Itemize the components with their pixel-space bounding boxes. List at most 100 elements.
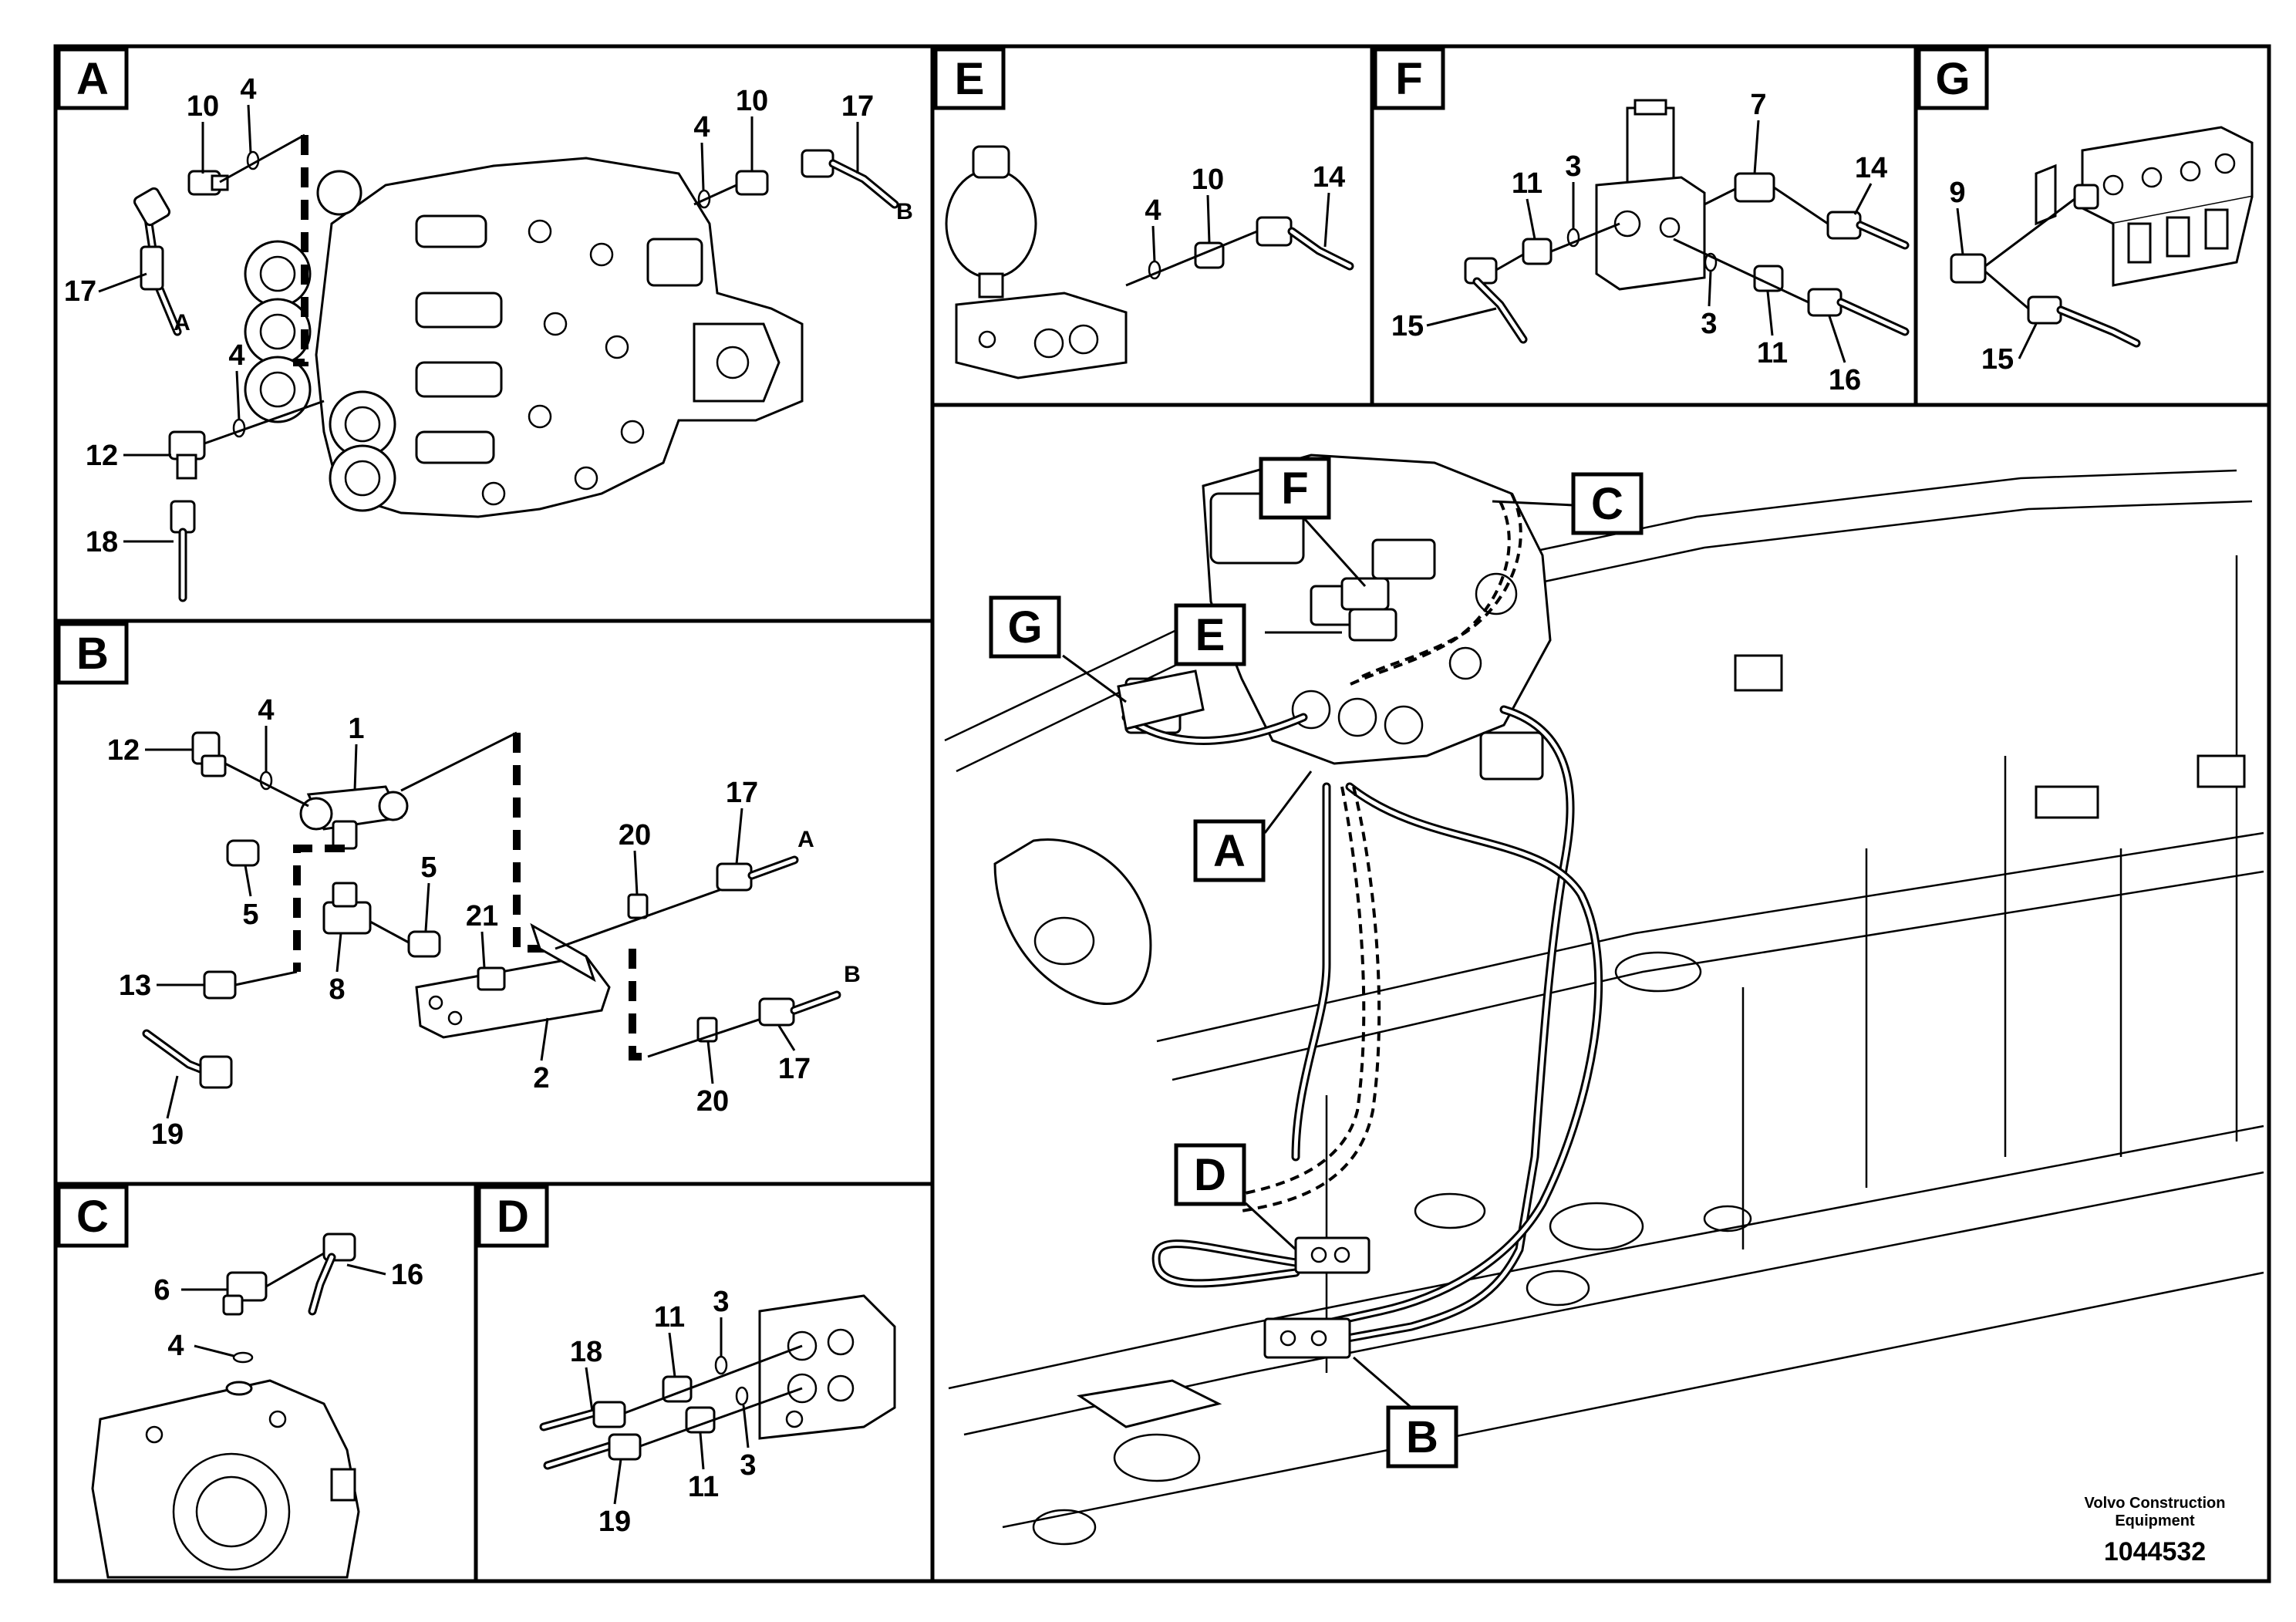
hose-path-dashed [293,135,308,366]
overview-tag-e [1174,603,1246,666]
accumulator [945,145,1128,379]
company-name: Volvo Construction [2085,1495,2226,1512]
svg-text:11: 11 [1757,337,1788,369]
svg-text:3: 3 [1701,308,1717,340]
panel-c-callouts: 6 16 4 [153,1259,423,1362]
overview-tag-g [989,595,1061,659]
svg-text:20: 20 [619,819,651,851]
svg-text:20: 20 [696,1085,729,1118]
valve-bank-g [2035,126,2254,287]
panel-f-callouts: 7 11 3 14 15 3 11 16 [1391,89,1887,396]
svg-text:4: 4 [228,339,244,372]
svg-text:5: 5 [242,899,258,931]
panel-e-tag-label: E [955,54,985,104]
fitting-18-d [592,1401,626,1428]
svg-text:7: 7 [1750,89,1766,121]
panel-e-tag [933,47,1006,110]
svg-text:A: A [1213,826,1246,876]
fitting-10-right [735,170,769,196]
panel-b: B [53,619,935,1186]
fitting-19-d [608,1433,642,1461]
panel-a-callouts: 10 4 4 10 17 17 4 12 18 A B [64,73,913,558]
svg-text:12: 12 [86,440,118,472]
plug-5-left [226,839,260,867]
panel-d-callouts: 11 3 18 19 11 3 [570,1286,757,1538]
fitting-11-f-upper [1522,238,1553,265]
overview-hoses [1121,493,1603,1347]
plug-5-right [407,930,441,958]
fitting-10-left [187,170,229,196]
panel-a-tag-label: A [76,54,109,104]
svg-text:4: 4 [167,1330,184,1362]
svg-text:17: 17 [726,777,758,809]
bolt-21 [477,966,506,991]
nut-20-upper [627,893,649,919]
overview-tag-d [1174,1143,1246,1206]
svg-text:8: 8 [329,973,345,1006]
svg-text:4: 4 [1145,194,1161,227]
fitting-13 [203,970,237,1000]
svg-text:B: B [896,199,913,224]
svg-text:18: 18 [570,1336,602,1368]
svg-text:15: 15 [1391,310,1424,342]
company-name-line2: Equipment [2115,1512,2195,1529]
svg-text:17: 17 [778,1053,811,1085]
fitting-17-lower [758,997,795,1027]
panel-a: A [53,44,935,623]
panel-d: D 11 3 18 19 11 3 [474,1182,935,1583]
panel-c: C 6 16 4 [53,1182,478,1583]
panel-g-callouts: 9 15 [1949,177,2038,376]
tee-fitting-8 [322,882,372,935]
svg-text:17: 17 [841,90,874,123]
svg-text:B: B [1406,1412,1438,1462]
svg-text:19: 19 [151,1118,184,1151]
svg-text:A: A [797,827,814,852]
panel-b-tag-label: B [76,629,109,679]
panel-d-tag [477,1185,549,1248]
svg-text:2: 2 [533,1062,549,1094]
fitting-17-upper [716,862,753,892]
distribution-block-d [758,1294,896,1440]
svg-text:E: E [1195,610,1226,660]
svg-text:6: 6 [153,1274,170,1307]
svg-text:16: 16 [391,1259,423,1291]
overview-tag-f [1259,457,1331,520]
panel-c-tag [56,1185,129,1248]
fitting-12 [168,430,206,480]
svg-text:11: 11 [688,1471,719,1503]
panel-f-tag [1373,47,1445,110]
svg-text:16: 16 [1829,364,1861,396]
overview-block-d [1294,1236,1371,1274]
overview-tag-a [1193,819,1266,882]
svg-text:10: 10 [187,90,219,123]
fitting-12-b [191,731,227,777]
svg-text:3: 3 [713,1286,729,1318]
svg-text:15: 15 [1981,343,2014,376]
overview-block-b [1263,1317,1351,1359]
svg-text:10: 10 [736,85,768,117]
fitting-15-f [1464,257,1498,285]
panel-e: E 4 10 14 [930,44,1374,407]
fitting-16-f [1807,288,1843,317]
svg-text:4: 4 [258,694,274,727]
panel-g-tag [1917,47,1989,110]
panel-b-callouts: 4 1 12 5 5 13 8 21 20 17 2 20 17 [107,694,861,1151]
fitting-15-g [2027,295,2062,325]
svg-text:19: 19 [598,1506,631,1538]
fitting-11-f-lower [1753,265,1784,292]
svg-text:12: 12 [107,734,140,767]
footer: Volvo Construction Equipment 1044532 [2085,1495,2226,1566]
svg-text:B: B [844,962,861,987]
panel-c-tag-label: C [76,1192,109,1242]
panel-f-tag-label: F [1395,54,1422,104]
tee-fitting-1 [299,785,409,850]
svg-text:C: C [1591,479,1623,529]
solenoid-valve-f [1595,99,1706,291]
fitting-7 [1734,172,1775,203]
fitting-14-e [1256,216,1293,247]
svg-text:G: G [1007,602,1042,653]
fitting-17-right [801,149,834,178]
svg-text:4: 4 [693,111,710,143]
svg-text:17: 17 [64,275,96,308]
